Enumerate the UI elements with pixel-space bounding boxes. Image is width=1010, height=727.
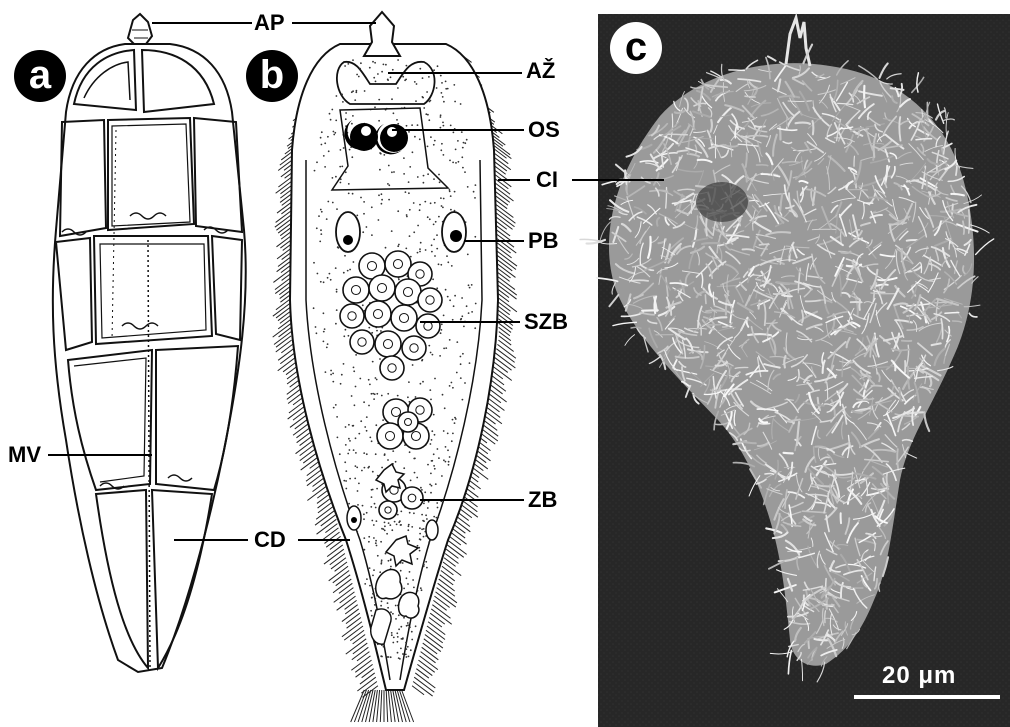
label-ap: AP — [254, 12, 285, 34]
scale-bar-label: 20 μm — [882, 662, 956, 690]
label-zb: ZB — [528, 489, 557, 511]
label-os: OS — [528, 119, 560, 141]
label-cd: CD — [254, 529, 286, 551]
panel-c-micrograph — [580, 14, 1010, 727]
panel-b-badge: b — [246, 50, 298, 102]
panel-a-badge: a — [14, 50, 66, 102]
label-pb: PB — [528, 230, 559, 252]
label-ci: CI — [536, 169, 558, 191]
label-mv: MV — [8, 444, 41, 466]
label-szb: SZB — [524, 311, 568, 333]
panel-c-badge: c — [610, 22, 662, 74]
label-az: AŽ — [526, 60, 555, 82]
